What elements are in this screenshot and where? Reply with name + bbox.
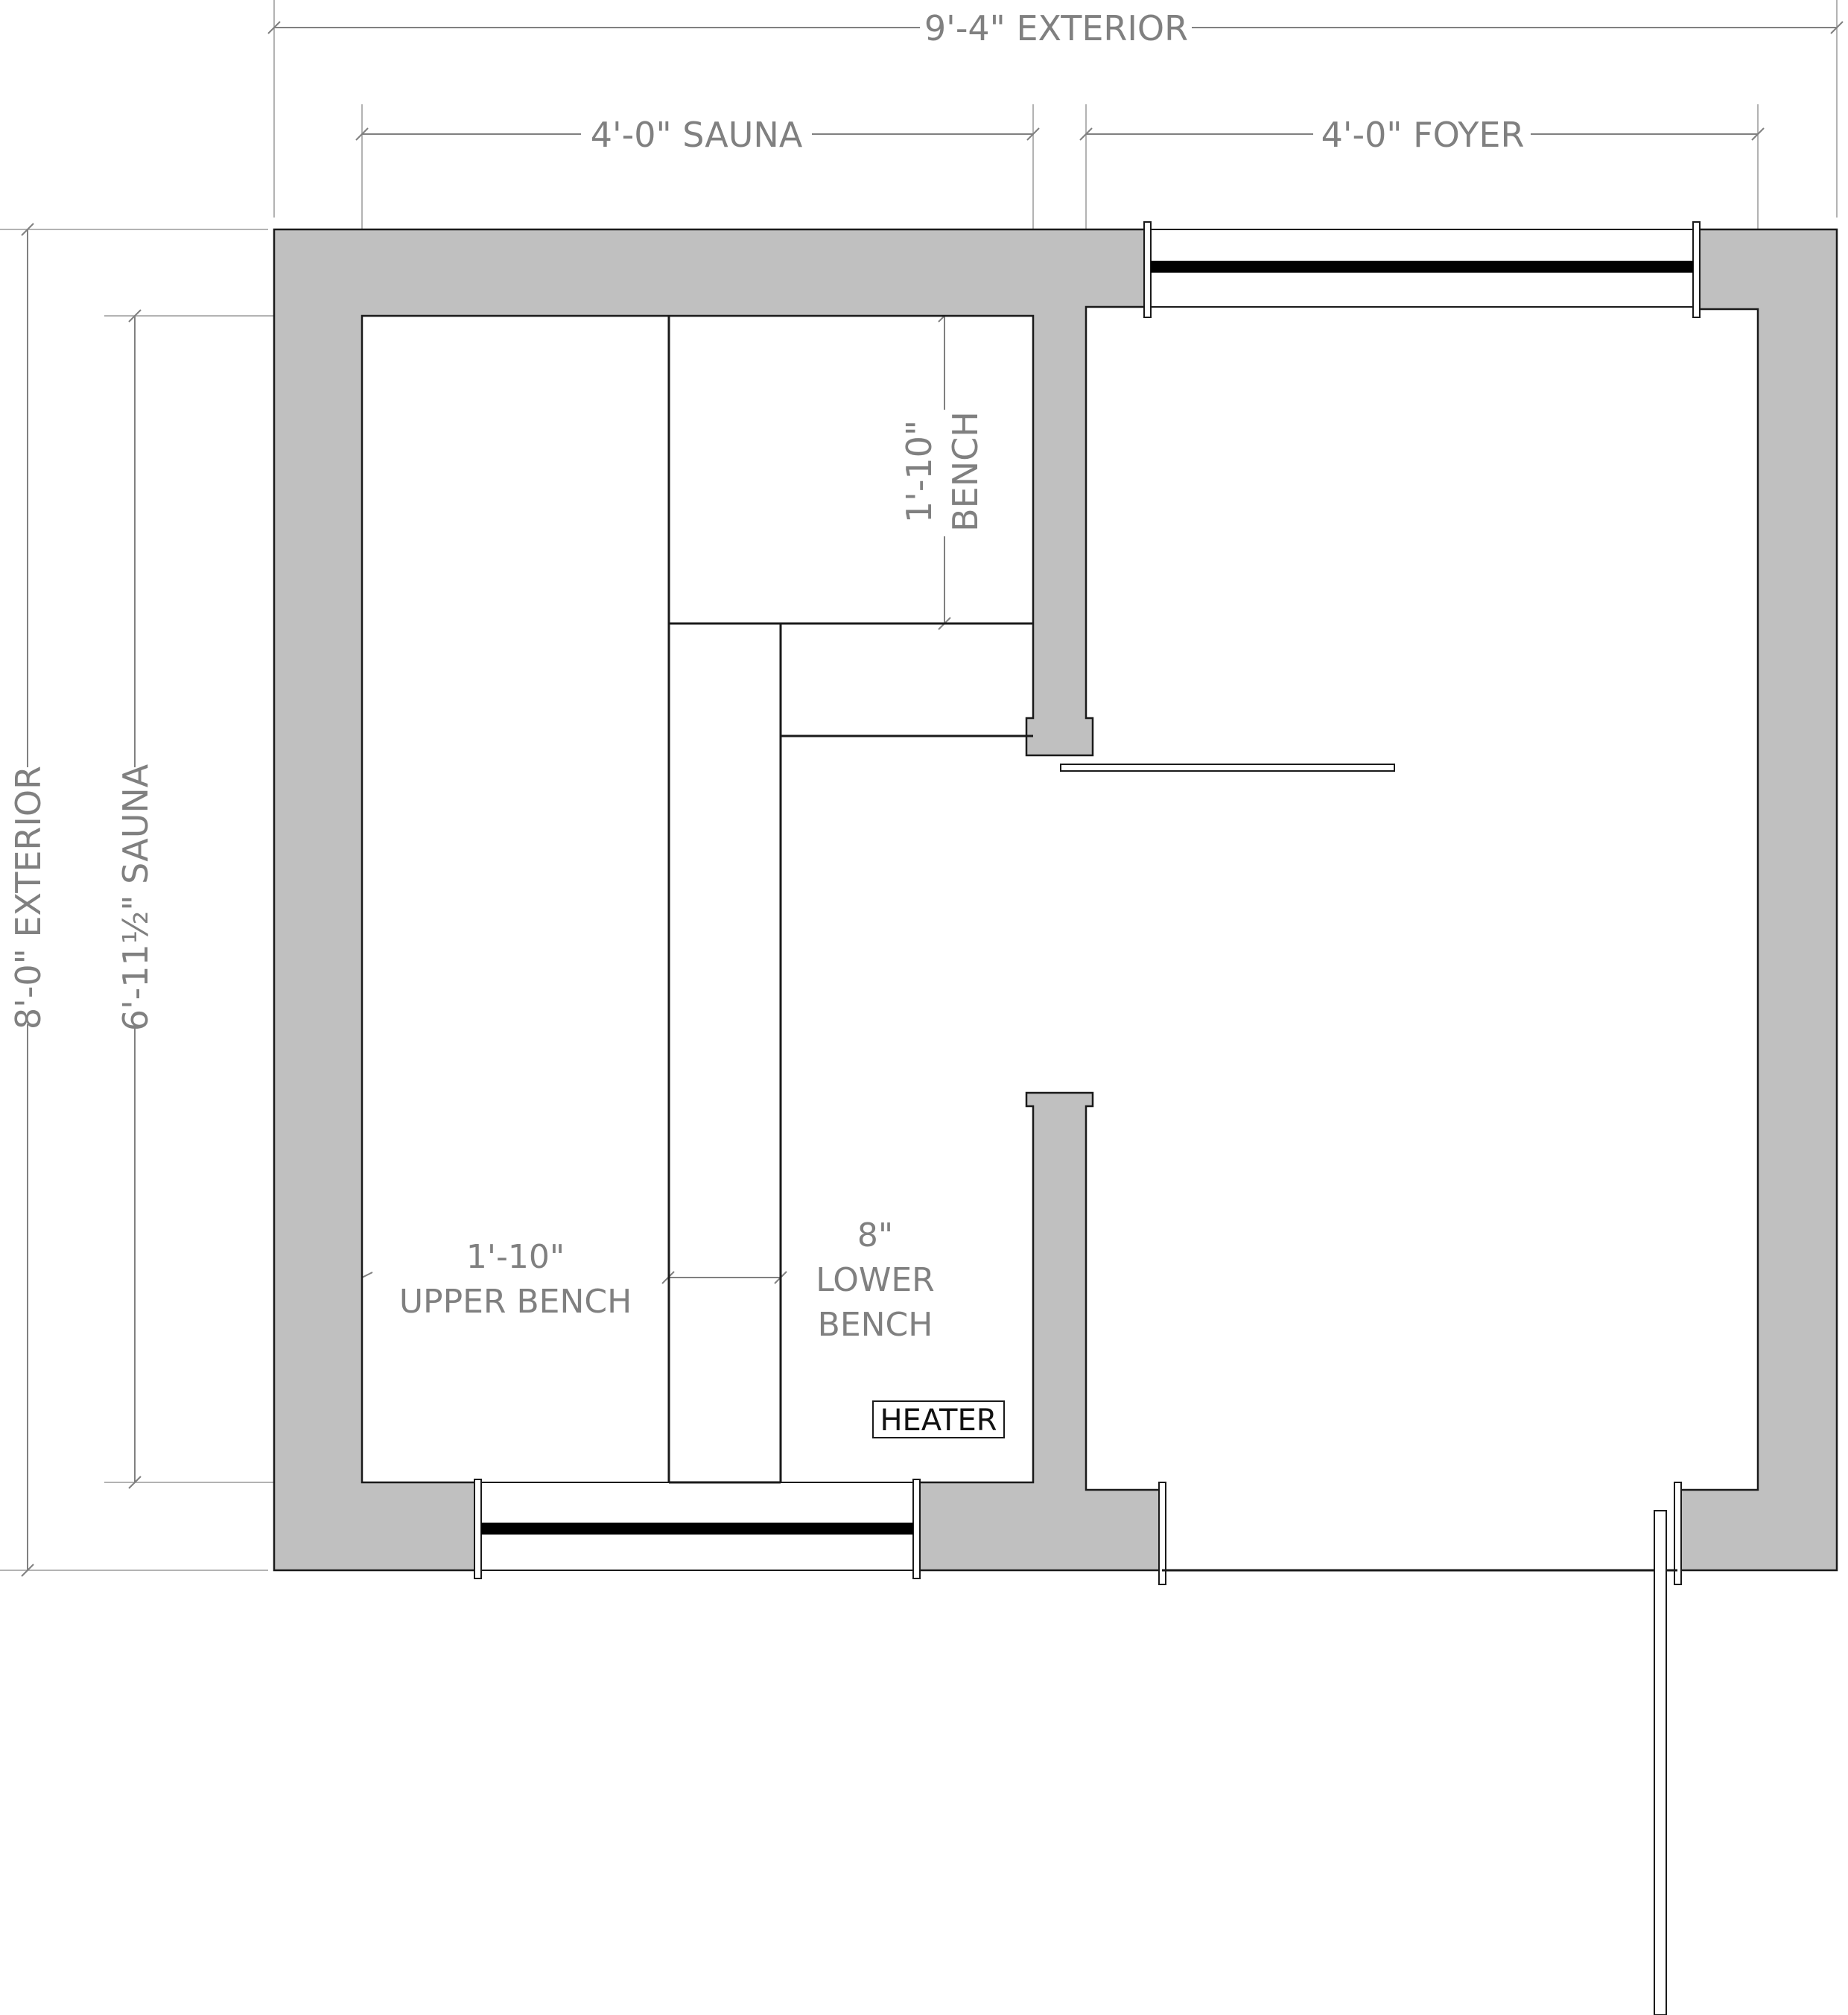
- right-wall: [1676, 228, 1838, 1572]
- lower-bench-depth: 8": [857, 1216, 893, 1254]
- dimension-lines: [0, 0, 1844, 1577]
- walls: [273, 221, 1838, 1585]
- center-wall: [915, 1091, 1163, 1572]
- sauna-door[interactable]: [1060, 764, 1395, 772]
- lower-bench-label-line2: BENCH: [818, 1306, 933, 1344]
- entry-door[interactable]: [1654, 1510, 1667, 2015]
- foyer-width-dimension: 4'-0" FOYER: [1321, 115, 1525, 155]
- sauna-depth-dimension: 6'-11½" SAUNA: [115, 764, 156, 1031]
- windows: [480, 229, 1694, 1571]
- back-bench-label: BENCH: [945, 411, 985, 532]
- left-wall: [273, 228, 1149, 1572]
- overall-width-dimension: 9'-4" EXTERIOR: [924, 8, 1188, 48]
- sauna-width-dimension: 4'-0" SAUNA: [591, 115, 803, 155]
- benches: [667, 316, 1033, 1484]
- upper-bench-label: UPPER BENCH: [399, 1283, 632, 1321]
- upper-bench-depth: 1'-10": [466, 1238, 565, 1276]
- heater-label: HEATER: [880, 1403, 997, 1438]
- heater-box: [872, 1400, 1005, 1438]
- lower-bench-label-line1: LOWER: [816, 1261, 934, 1299]
- back-bench-depth-dimension: 1'-10": [899, 420, 939, 523]
- overall-depth-dimension: 8'-0" EXTERIOR: [8, 766, 48, 1029]
